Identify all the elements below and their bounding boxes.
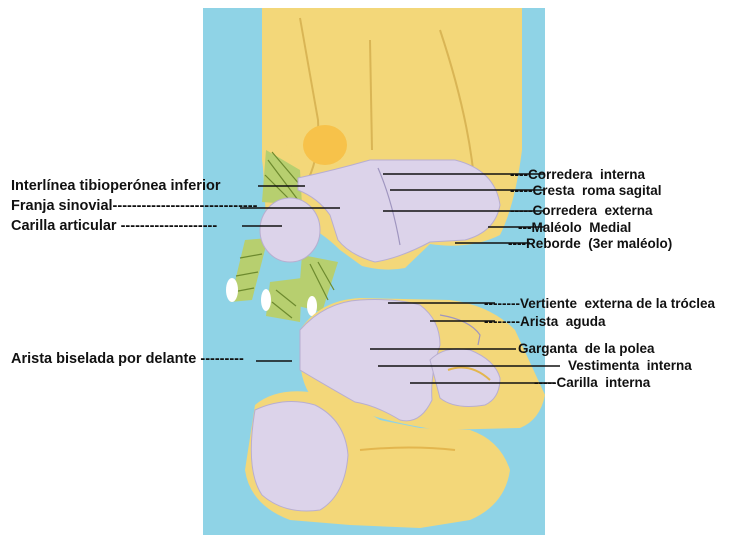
label-garganta-polea: Garganta de la polea: [518, 342, 655, 356]
label-reborde: ----Reborde (3er maléolo): [508, 237, 672, 251]
label-arista-aguda: --------Arista aguda: [484, 315, 606, 329]
label-interlinea-tibioperonea: Interlínea tibioperónea inferior: [11, 179, 220, 194]
label-carilla-interna: -----Carilla interna: [534, 376, 650, 390]
label-carilla-articular: Carilla articular --------------------: [11, 219, 217, 234]
label-vestimenta-interna: Vestimenta interna: [568, 359, 692, 373]
label-franja-sinovial: Franja sinovial-------------------------…: [11, 199, 257, 214]
label-maleolo-medial: ---Maléolo Medial: [518, 221, 631, 235]
label-corredera-externa: -----Corredera externa: [510, 204, 653, 218]
label-arista-biselada: Arista biselada por delante ---------: [11, 352, 244, 367]
label-vertiente-externa: --------Vertiente externa de la tróclea: [484, 297, 715, 311]
label-corredera-interna: ----Corredera interna: [510, 168, 645, 182]
label-cresta-roma-sagital: -----Cresta roma sagital: [510, 184, 662, 198]
